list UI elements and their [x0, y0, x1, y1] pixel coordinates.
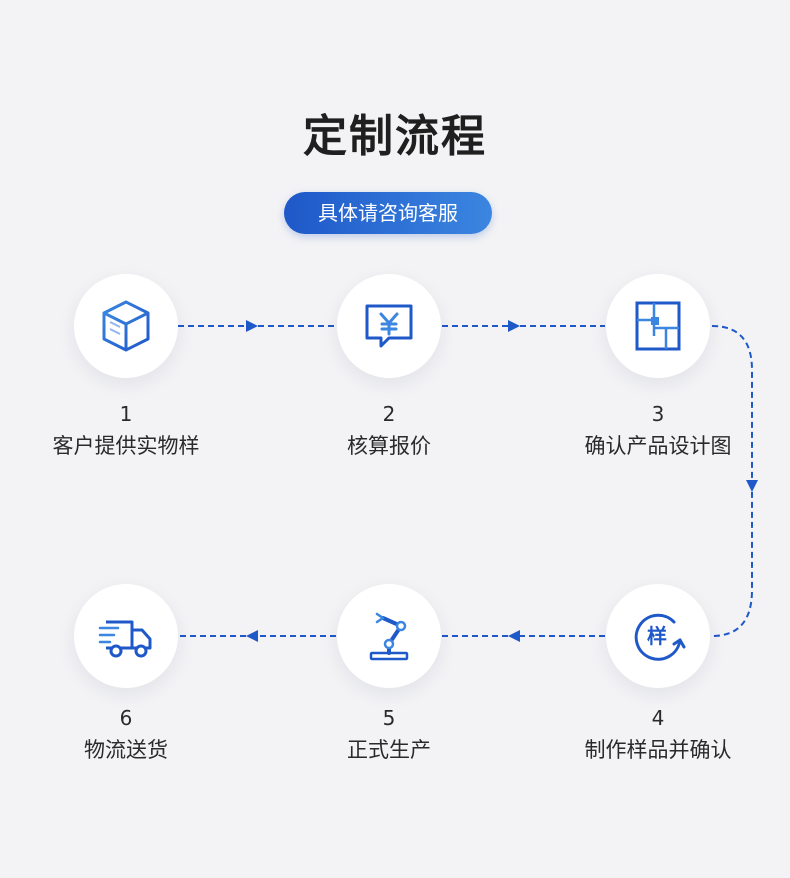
step-6-label: 物流送货 [84, 738, 168, 762]
step-2-circle [337, 274, 441, 378]
step-1-circle [74, 274, 178, 378]
sample-icon-text: 样 [647, 624, 667, 648]
step-4-circle: 样 [606, 584, 710, 688]
connector-3-4 [711, 325, 753, 637]
sample-cycle-icon: 样 [634, 613, 686, 661]
step-5-number: 5 [382, 706, 396, 730]
step-1-number: 1 [119, 402, 133, 426]
arrow-3-4 [746, 480, 758, 492]
step-2-number: 2 [382, 402, 396, 426]
page-title: 定制流程 [303, 111, 487, 162]
step-6-number: 6 [119, 706, 133, 730]
step-3-number: 3 [651, 402, 665, 426]
step-4-number: 4 [651, 706, 665, 730]
arrow-1-2 [246, 320, 258, 332]
step-2-label: 核算报价 [347, 434, 431, 458]
yen-chat-icon [365, 304, 413, 348]
step-5-label: 正式生产 [347, 738, 431, 762]
cube-icon [102, 300, 150, 352]
step-6-circle [74, 584, 178, 688]
step-3-label: 确认产品设计图 [584, 434, 732, 458]
step-4-label: 制作样品并确认 [584, 738, 732, 762]
contact-service-badge[interactable]: 具体请咨询客服 [284, 192, 492, 234]
floor-plan-icon [635, 301, 681, 351]
step-1-label: 客户提供实物样 [52, 434, 200, 458]
arrow-2-3 [508, 320, 520, 332]
step-5-circle [337, 584, 441, 688]
robot-arm-icon [369, 612, 409, 661]
step-3-circle [606, 274, 710, 378]
delivery-truck-icon [98, 620, 152, 658]
arrow-4-5 [508, 630, 520, 642]
arrow-5-6 [246, 630, 258, 642]
